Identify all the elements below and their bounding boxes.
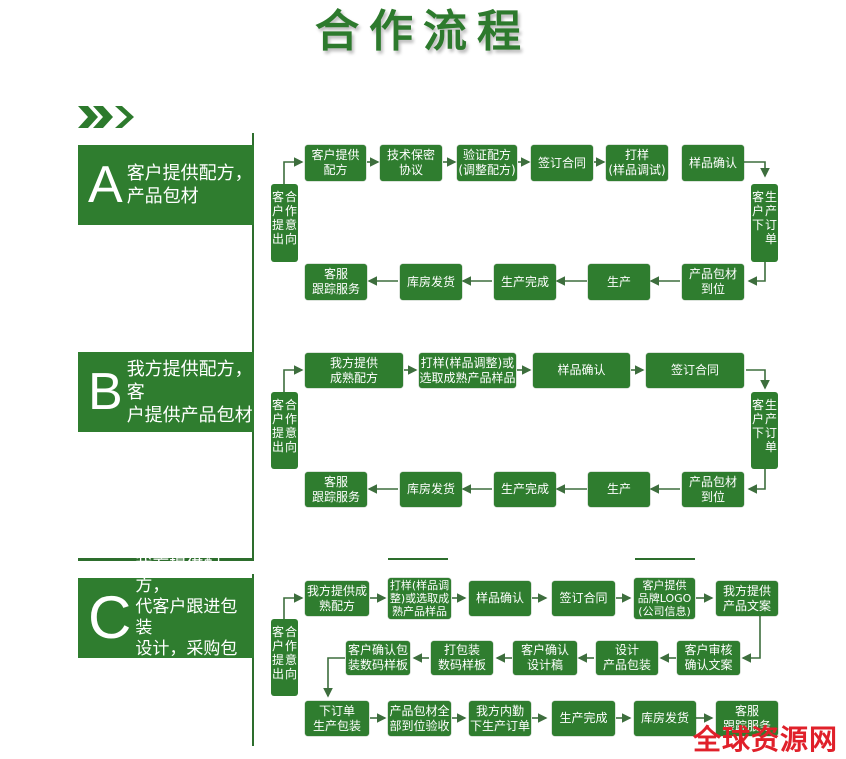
flow-node: 打样 (样品调试)	[606, 145, 668, 181]
section-letter: A	[88, 156, 123, 214]
node-text: 合作意向	[284, 190, 297, 246]
section-a-divider	[252, 133, 254, 351]
node-text: 客户提出	[271, 190, 284, 246]
flow-node: 签订合同	[646, 353, 744, 388]
section-b-bottom-rule	[78, 558, 254, 561]
flow-node: 库房发货	[400, 472, 462, 507]
flow-node: 设计 产品包装	[596, 641, 658, 675]
flow-node: 产品包材 到位	[682, 264, 744, 300]
flow-node-order: 客户下生产订单	[751, 184, 778, 262]
node-text: 客户提出	[271, 398, 284, 454]
node-text: 生产订单	[764, 398, 777, 454]
section-label-line: 我方提供配方，客	[126, 358, 253, 403]
node-text: 生产订单	[764, 190, 777, 246]
flow-node: 我方提供成 熟配方	[305, 581, 369, 616]
flow-node: 客服 跟踪服务	[716, 701, 778, 736]
flow-node: 库房发货	[400, 264, 462, 300]
flow-node: 生产	[588, 264, 650, 300]
section-label-line: 户提供产品包材	[126, 404, 253, 426]
section-c-label: C 我方提供配方，代客户跟进包装设计，采购包材	[78, 555, 254, 680]
flow-node: 生产完成	[494, 472, 556, 507]
flow-node: 我方内勤 下生产订单	[469, 701, 531, 736]
flow-node-start: 客户提出合作意向	[271, 619, 298, 696]
flow-node: 打包装 数码样板	[431, 641, 493, 675]
section-b-label: B 我方提供配方，客户提供产品包材	[78, 352, 254, 432]
flow-node: 签订合同	[531, 145, 593, 181]
section-label-line: 我方提供配方，	[135, 555, 221, 596]
section-letter: B	[88, 363, 123, 421]
flow-node: 库房发货	[634, 701, 696, 736]
flow-node: 客户提供 品牌LOGO (公司信息)	[634, 578, 695, 619]
flow-node: 生产完成	[552, 701, 615, 736]
section-letter: C	[88, 584, 132, 651]
section-c-rule-2	[635, 558, 695, 560]
node-text: 合作意向	[284, 398, 297, 454]
flow-node: 产品包材 到位	[682, 472, 744, 507]
flow-node: 客户确认包 装数码样板	[346, 641, 410, 675]
flow-node: 客服 跟踪服务	[305, 472, 367, 507]
node-text: 客户下	[751, 398, 764, 440]
section-b-divider	[252, 351, 254, 560]
section-c-divider	[252, 574, 254, 746]
flow-node: 验证配方 (调整配方)	[457, 145, 517, 181]
flow-node: 客户提供 配方	[305, 145, 366, 181]
flow-node-start: 客户提出合作意向	[271, 392, 298, 469]
watermark: 全球资源网	[693, 723, 839, 756]
section-label-line: 设计，采购包材	[135, 639, 238, 680]
node-text: 客户提出	[271, 625, 284, 681]
flow-node: 客服 跟踪服务	[305, 264, 367, 300]
section-label-line: 产品包材	[126, 186, 199, 207]
flow-node: 打样(样品调整)或 选取成熟产品样品	[419, 353, 516, 388]
flow-node: 样品确认	[682, 145, 744, 181]
section-label-line: 客户提供配方，	[126, 163, 253, 184]
flow-node-order: 客户下生产订单	[751, 392, 778, 469]
chevron-right-icon	[78, 104, 158, 130]
flow-node: 客户确认 设计稿	[513, 641, 577, 675]
node-text: 合作意向	[284, 625, 297, 681]
page-title: 合作流程	[315, 6, 531, 57]
flow-node: 生产完成	[494, 264, 556, 300]
flow-node: 打样(样品调 整)或选取成 熟产品样品	[388, 578, 451, 619]
section-a-label: A 客户提供配方，产品包材	[78, 145, 254, 225]
section-c-rule-1	[388, 558, 448, 560]
flow-node: 产品包材全 部到位验收	[388, 701, 451, 736]
flow-node: 签订合同	[552, 581, 615, 616]
flow-node: 我方提供 产品文案	[716, 581, 778, 616]
flow-node: 下订单 生产包装	[305, 701, 369, 736]
flow-node: 我方提供 成熟配方	[305, 353, 403, 388]
flow-node: 生产	[588, 472, 650, 507]
section-label-line: 代客户跟进包装	[135, 597, 238, 638]
flow-node-start: 客户提出合作意向	[271, 184, 298, 262]
flow-node: 技术保密 协议	[380, 145, 442, 181]
node-text: 客户下	[751, 190, 764, 232]
flow-node: 客户审核 确认文案	[677, 641, 740, 675]
flow-node: 样品确认	[469, 581, 531, 616]
flow-node: 样品确认	[533, 353, 630, 388]
